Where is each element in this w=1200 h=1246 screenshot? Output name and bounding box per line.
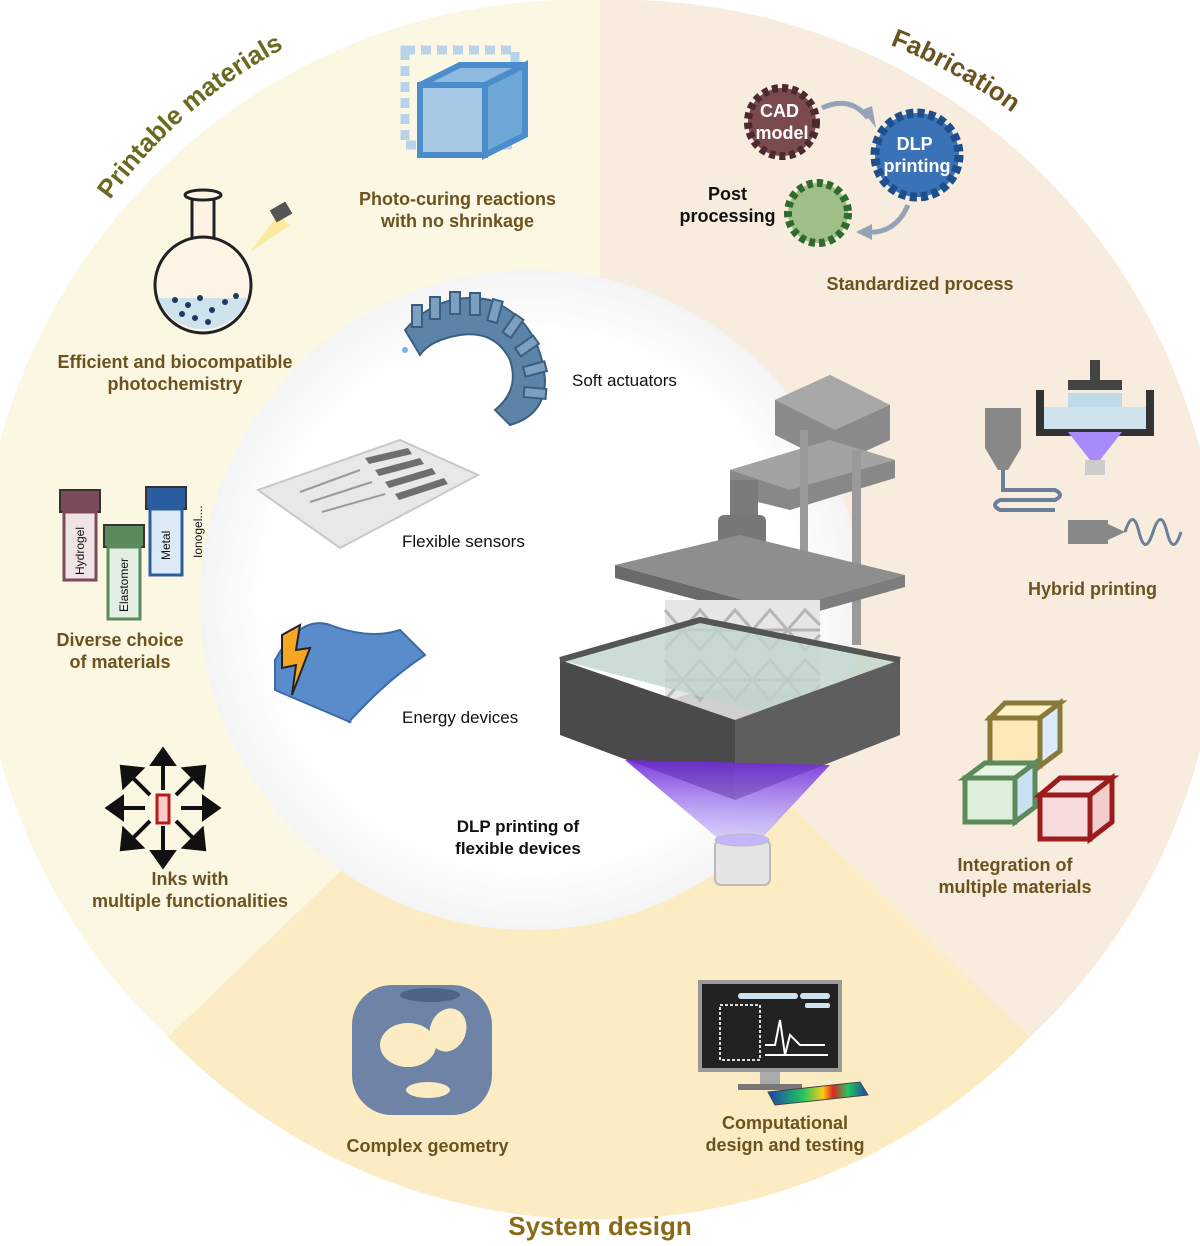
arrow-cad-to-dlp-icon (820, 100, 870, 120)
label-computational: Computational design and testing (695, 1112, 875, 1156)
label-photochemistry-line2: photochemistry (107, 374, 243, 394)
arrow-head-1-icon (862, 106, 876, 128)
post-processing-gear-icon (784, 179, 852, 247)
label-energy-devices: Energy devices (402, 708, 519, 727)
hybrid-printing-icon (985, 360, 1183, 546)
multi-material-cubes-icon (957, 698, 1120, 845)
vial-label-hydrogel: Hydrogel (73, 527, 87, 575)
ring-sector-fabrication (600, 0, 1200, 1037)
vial-label-metal: Metal (159, 531, 173, 560)
multi-arrows-icon (104, 746, 222, 870)
label-photo-curing: Photo-curing reactions with no shrinkage (340, 188, 575, 232)
center-title: DLP printing of flexible devices (430, 816, 606, 860)
label-inks: Inks with multiple functionalities (75, 868, 305, 912)
label-photo-curing-line1: Photo-curing reactions (358, 189, 556, 209)
label-materials-choice: Diverse choice of materials (40, 629, 200, 673)
cad-label: CAD model (755, 101, 808, 143)
vial-label-ionogel: Ionogel.... (191, 505, 205, 558)
dlp-label: DLP printing (884, 134, 951, 176)
label-standardized-process: Standardized process (826, 274, 1014, 294)
dlp-gear-icon (870, 108, 964, 202)
photo-curing-cube-icon (400, 45, 528, 160)
label-inks-line2: multiple functionalities (91, 891, 288, 911)
label-photo-curing-line2: with no shrinkage (380, 211, 535, 231)
label-computational-line1: Computational (722, 1113, 848, 1133)
label-integration-line2: multiple materials (938, 877, 1092, 897)
complex-geometry-icon (352, 985, 492, 1115)
label-integration: Integration of multiple materials (925, 854, 1105, 898)
label-post-processing: Post processing (670, 183, 785, 227)
cad-gear-icon (744, 84, 820, 160)
label-soft-actuators: Soft actuators (572, 371, 677, 390)
computer-monitor-icon (698, 980, 869, 1106)
section-title-system-design: System design (508, 1211, 692, 1241)
label-hybrid-printing: Hybrid printing (1028, 579, 1157, 599)
label-inks-line1: Inks with (151, 869, 229, 889)
label-post-processing-line2: processing (679, 206, 776, 226)
soft-actuator-icon (402, 291, 549, 427)
label-materials-choice-line1: Diverse choice (56, 630, 184, 650)
flexible-sensor-icon (255, 438, 481, 550)
flask-icon (153, 188, 293, 335)
label-computational-line2: design and testing (705, 1135, 865, 1155)
label-flexible-sensors: Flexible sensors (402, 532, 525, 551)
center-title-line1: DLP printing of (456, 817, 580, 836)
material-vials-icon (59, 486, 187, 621)
energy-device-icon (274, 622, 427, 724)
arrow-head-2-icon (856, 224, 872, 240)
label-materials-choice-line2: of materials (69, 652, 171, 672)
center-vial-icon (155, 793, 171, 825)
label-photochemistry: Efficient and biocompatible photochemist… (45, 351, 305, 395)
center-title-line2: flexible devices (455, 839, 581, 858)
vial-label-elastomer: Elastomer (117, 558, 131, 612)
dlp-printer-icon (559, 375, 905, 886)
label-integration-line1: Integration of (957, 855, 1073, 875)
label-post-processing-line1: Post (707, 184, 747, 204)
label-complex-geometry: Complex geometry (346, 1136, 509, 1156)
label-photochemistry-line1: Efficient and biocompatible (57, 352, 293, 372)
